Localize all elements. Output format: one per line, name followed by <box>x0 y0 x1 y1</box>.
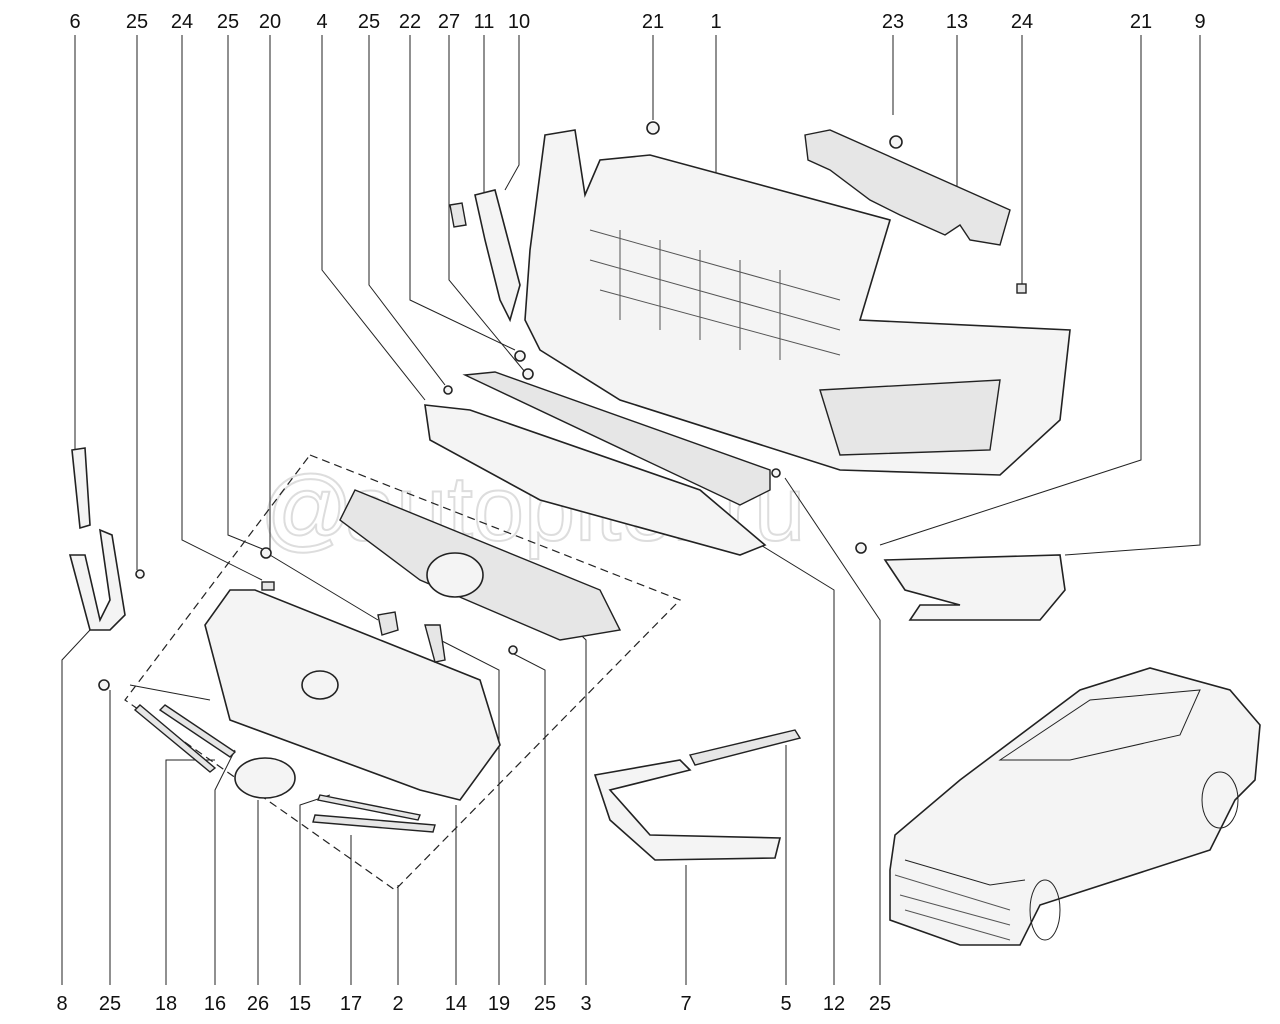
emblem-opening <box>426 552 484 598</box>
callout-label: 12 <box>822 993 846 1015</box>
strip-part-17 <box>312 814 436 833</box>
fog-lamp-frame-part-9 <box>883 554 1066 621</box>
lower-grille-part-4 <box>424 404 767 556</box>
callout-label: 18 <box>154 993 178 1015</box>
callout-label: 27 <box>437 11 461 33</box>
callout-label: 8 <box>56 993 68 1015</box>
callout-label: 21 <box>641 11 665 33</box>
callout-label: 13 <box>945 11 969 33</box>
callout-label: 22 <box>398 11 422 33</box>
watermark: @ <box>260 458 353 560</box>
lower-strip-part-12 <box>462 371 771 506</box>
callout-label: 10 <box>507 11 531 33</box>
bracket-part-10 <box>474 189 521 323</box>
callout-label: 4 <box>316 11 328 33</box>
callout-label: 1 <box>710 11 722 33</box>
emblem-part-26 <box>234 757 296 799</box>
leader-lines-bottom <box>61 477 881 985</box>
callout-label: 20 <box>258 11 282 33</box>
clip-part-11 <box>449 202 467 228</box>
callout-label: 15 <box>288 993 312 1015</box>
strip-part-18 <box>133 704 217 773</box>
grille-emblem <box>301 670 339 700</box>
callout-label: 3 <box>580 993 592 1015</box>
callout-label: 25 <box>357 11 381 33</box>
callout-label: 21 <box>1129 11 1153 33</box>
callout-label: 24 <box>170 11 194 33</box>
fasteners <box>98 121 1027 691</box>
callout-label: 6 <box>69 11 81 33</box>
callout-label: 25 <box>125 11 149 33</box>
bracket-part-20 <box>377 611 399 636</box>
callout-label: 16 <box>203 993 227 1015</box>
callout-label: 17 <box>339 993 363 1015</box>
grille-assembly-boundary <box>124 454 682 891</box>
front-bumper-part-1 <box>524 129 1071 476</box>
absorber-part-13 <box>804 129 1011 246</box>
trim-part-6 <box>71 447 91 530</box>
callout-label: 25 <box>533 993 557 1015</box>
callout-label: 11 <box>473 11 495 33</box>
callout-label: 9 <box>1194 11 1206 33</box>
callout-label: 26 <box>246 993 270 1015</box>
trim-part-8 <box>68 528 126 631</box>
strip-part-15 <box>317 794 421 821</box>
trim-part-7 <box>593 759 782 861</box>
callout-label: 2 <box>392 993 404 1015</box>
bracket-part-19 <box>424 624 446 663</box>
callout-label: 14 <box>444 993 468 1015</box>
callout-label: 19 <box>487 993 511 1015</box>
callout-label: 23 <box>881 11 905 33</box>
callout-label: 25 <box>98 993 122 1015</box>
leader-lines-top <box>74 35 1201 621</box>
callout-label: 25 <box>868 993 892 1015</box>
callout-label: 5 <box>780 993 792 1015</box>
trim-part-5 <box>688 729 802 766</box>
callout-label: 25 <box>216 11 240 33</box>
car-illustration <box>889 667 1261 946</box>
radiator-grille-part-14 <box>204 589 501 801</box>
callout-label: 24 <box>1010 11 1034 33</box>
callout-label: 7 <box>680 993 692 1015</box>
strip-part-16 <box>158 704 237 758</box>
